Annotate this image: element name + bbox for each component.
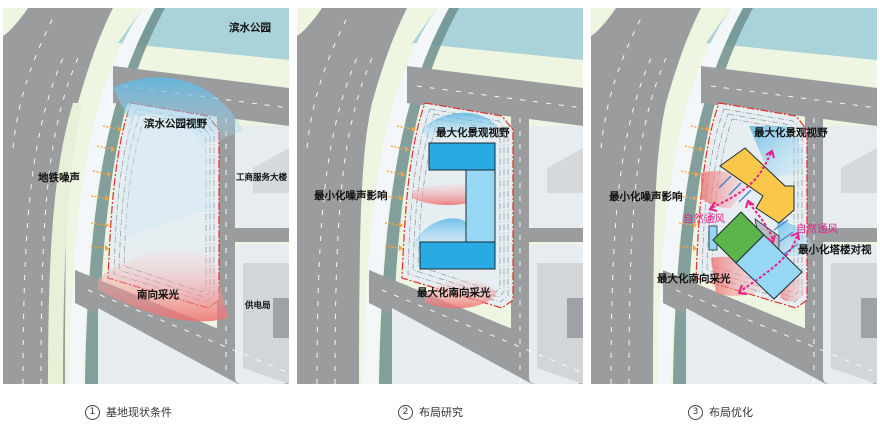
label-ventilation-1: 自然通风 bbox=[683, 213, 725, 225]
caption-number-circle: 3 bbox=[688, 404, 703, 420]
label-min-overlook: 最小化塔楼对视 bbox=[798, 244, 872, 256]
site-plan-layout-study bbox=[297, 8, 583, 384]
panel-site-conditions: 滨水公园 滨水公园视野 地铁噪声 工商服务大楼 南向采光 供电局 bbox=[3, 8, 289, 384]
label-min-noise: 最小化噪声影响 bbox=[314, 190, 388, 202]
caption-1: 1 基地现状条件 bbox=[85, 404, 172, 420]
label-power-bureau: 供电局 bbox=[245, 301, 271, 311]
label-icbc-building: 工商服务大楼 bbox=[236, 173, 288, 183]
building-top-bar bbox=[428, 142, 496, 171]
label-park-view: 滨水公园视野 bbox=[144, 118, 207, 130]
label-min-noise: 最小化噪声影响 bbox=[609, 191, 683, 203]
label-metro-noise: 地铁噪声 bbox=[38, 172, 80, 184]
caption-text: 基地现状条件 bbox=[106, 406, 172, 419]
caption-number-circle: 1 bbox=[85, 404, 100, 420]
building-middle-bar bbox=[465, 169, 496, 243]
panel-layout-optimization: 最大化景观视野 最小化噪声影响 自然通风 自然通风 最小化塔楼对视 最大化南向采… bbox=[591, 8, 877, 384]
building-bottom-bar bbox=[419, 241, 496, 270]
caption-number-circle: 2 bbox=[398, 404, 413, 420]
label-max-light: 最大化南向采光 bbox=[657, 273, 731, 285]
caption-text: 布局优化 bbox=[709, 406, 753, 419]
site-plan-base-map bbox=[3, 8, 289, 384]
label-max-light: 最大化南向采光 bbox=[417, 287, 491, 299]
label-south-light: 南向采光 bbox=[137, 289, 179, 301]
panel-layout-study: 最大化景观视野 最小化噪声影响 最大化南向采光 bbox=[297, 8, 583, 384]
building-lightblue-tower bbox=[735, 234, 803, 300]
caption-text: 布局研究 bbox=[419, 406, 463, 419]
site-plan-layout-optimization bbox=[591, 8, 877, 384]
caption-2: 2 布局研究 bbox=[398, 404, 463, 420]
caption-3: 3 布局优化 bbox=[688, 404, 753, 420]
label-max-view: 最大化景观视野 bbox=[436, 127, 510, 139]
label-waterfront-park: 滨水公园 bbox=[229, 22, 271, 34]
label-ventilation-2: 自然通风 bbox=[796, 223, 838, 235]
building-yellow-tower bbox=[719, 147, 795, 224]
label-max-view: 最大化景观视野 bbox=[754, 127, 828, 139]
